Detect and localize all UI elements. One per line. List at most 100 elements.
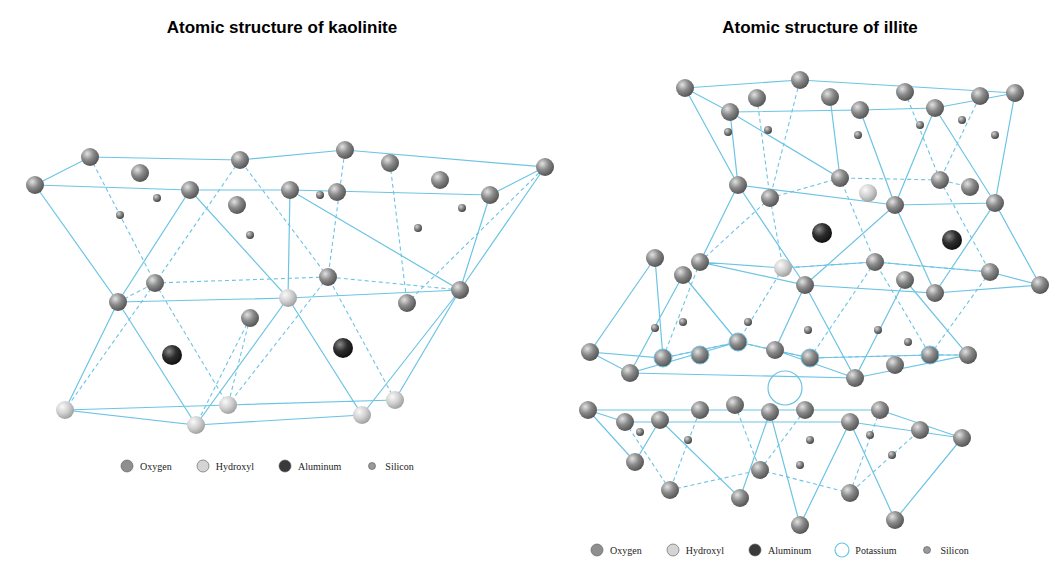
legend-swatch — [918, 541, 936, 559]
oxygen-atom — [181, 181, 199, 199]
oxygen-atom — [431, 171, 449, 189]
legend-item: Hydroxyl — [194, 457, 254, 475]
legend-text: Oxygen — [140, 461, 172, 472]
oxygen-atom — [398, 294, 416, 312]
oxygen-atom — [959, 346, 977, 364]
oxygen-atom — [986, 194, 1004, 212]
oxygen-atom — [926, 99, 944, 117]
oxygen-atom — [971, 87, 989, 105]
silicon-atom — [153, 194, 161, 202]
oxygen-atom — [661, 481, 679, 499]
oxygen-atom — [328, 183, 346, 201]
oxygen-atom — [931, 171, 949, 189]
silicon-atom — [246, 231, 254, 239]
silicon-atom — [764, 126, 772, 134]
legend-text: Hydroxyl — [686, 545, 724, 556]
oxygen-atom — [319, 268, 337, 286]
legend-item: Silicon — [918, 541, 968, 559]
oxygen-atom — [691, 346, 709, 364]
silicon-atom — [916, 121, 924, 129]
legend-text: Aluminum — [768, 545, 811, 556]
bond-lines — [685, 80, 1040, 293]
legend-swatch — [194, 457, 212, 475]
oxygen-atom — [851, 101, 869, 119]
bond-lines — [35, 150, 545, 425]
legend-text: Hydroxyl — [216, 461, 254, 472]
section-heading: Atomic structure of illite — [722, 18, 918, 38]
oxygen-atom — [846, 369, 864, 387]
section-heading: Atomic structure of kaolinite — [167, 18, 397, 38]
hydroxyl-group — [279, 289, 297, 307]
hydroxyl-group — [56, 401, 74, 419]
oxygen-atom — [926, 284, 944, 302]
silicon-atom — [684, 436, 692, 444]
legend-swatch-fill — [197, 460, 209, 472]
silicon-atom — [904, 338, 912, 346]
oxygen-atom — [1006, 84, 1024, 102]
oxygen-atom — [231, 151, 249, 169]
oxygen-atom — [766, 341, 784, 359]
oxygen-atom — [691, 253, 709, 271]
legend-swatch-outline — [835, 543, 849, 557]
aluminum-atom — [812, 223, 832, 243]
legend-item: Potassium — [833, 541, 896, 559]
hydroxyl-group — [219, 396, 237, 414]
oxygen-atom — [281, 181, 299, 199]
hydroxyl-group — [187, 416, 205, 434]
legend-text: Potassium — [855, 545, 896, 556]
bond-lines — [590, 258, 968, 378]
oxygen-atom — [581, 343, 599, 361]
silicon-atom — [874, 326, 882, 334]
silicon-atom — [958, 116, 966, 124]
legend-item: Oxygen — [118, 457, 172, 475]
oxygen-atom — [726, 396, 744, 414]
oxygen-atom — [616, 413, 634, 431]
hydroxyl-group — [353, 406, 371, 424]
bond-lines-hidden — [65, 150, 545, 425]
bond-lines-hidden — [663, 262, 990, 358]
oxygen-atom — [674, 266, 692, 284]
oxygen-atom — [896, 271, 914, 289]
oxygen-atom — [721, 103, 739, 121]
legend-item: Aluminum — [746, 541, 811, 559]
aluminum-atom — [162, 345, 182, 365]
oxygen-atom — [621, 364, 639, 382]
silicon-atom — [116, 211, 124, 219]
oxygen-atom — [481, 186, 499, 204]
oxygen-atom — [131, 164, 149, 182]
legend-swatch-fill — [279, 460, 291, 472]
oxygen-atom — [751, 461, 769, 479]
oxygen-atom — [26, 176, 44, 194]
oxygen-atom — [886, 511, 904, 529]
oxygen-atom — [896, 83, 914, 101]
silicon-atom — [458, 204, 466, 212]
oxygen-atom — [921, 346, 939, 364]
oxygen-atom — [801, 349, 819, 367]
aluminum-atom — [942, 230, 962, 250]
oxygen-atom — [579, 401, 597, 419]
legend-swatch-fill — [667, 544, 679, 556]
silicon-atom — [806, 436, 814, 444]
legend-item: Silicon — [363, 457, 413, 475]
silicon-atom — [991, 131, 999, 139]
silicon-atom — [804, 326, 812, 334]
silicon-atom — [651, 324, 659, 332]
oxygen-atom — [651, 411, 669, 429]
oxygen-atom — [981, 263, 999, 281]
legend-text: Aluminum — [298, 461, 341, 472]
oxygen-atom — [761, 403, 779, 421]
silicon-atom — [636, 428, 644, 436]
oxygen-atom — [748, 89, 766, 107]
silicon-atom — [316, 191, 324, 199]
oxygen-atom — [791, 71, 809, 89]
legend-swatch — [664, 541, 682, 559]
oxygen-atom — [871, 401, 889, 419]
silicon-atom — [866, 431, 874, 439]
oxygen-atom — [241, 309, 259, 327]
legend-swatch-fill — [924, 547, 931, 554]
oxygen-atom — [646, 249, 664, 267]
oxygen-atom — [81, 148, 99, 166]
hydroxyl-group — [386, 391, 404, 409]
legend-text: Oxygen — [610, 545, 642, 556]
